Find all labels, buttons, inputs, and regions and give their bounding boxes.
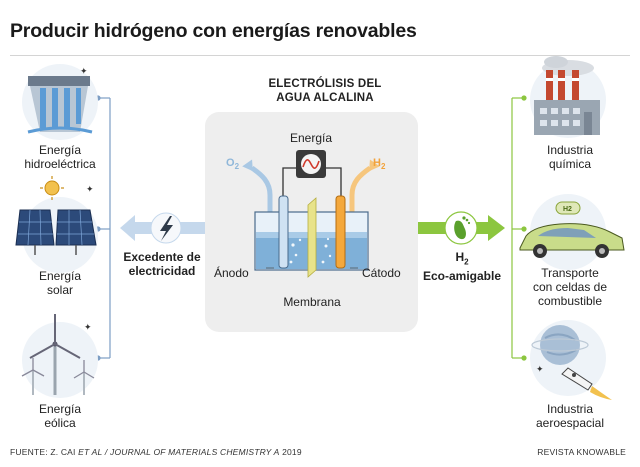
oxygen-label: O2 <box>226 157 239 171</box>
hydrogen-symbol: H <box>373 157 381 169</box>
eco-h2-letter: H <box>455 250 465 264</box>
svg-text:✦: ✦ <box>80 67 88 77</box>
source-wind-line-1: Energía <box>38 402 82 416</box>
source-label-hydro: Energía hidroeléctrica <box>10 143 110 171</box>
publisher-credit: REVISTA KNOWABLE <box>537 447 626 457</box>
solar-panel-icon: ✦ <box>15 176 98 273</box>
source-label-wind: Energía eólica <box>10 402 110 430</box>
use-aerospace-line-2: aeroespacial <box>535 416 605 430</box>
use-label-aerospace: Industria aeroespacial <box>520 402 620 430</box>
anode-label: Ánodo <box>214 266 249 280</box>
eco-h2-label: H2 Eco-amigable <box>420 250 504 283</box>
use-transport-line-1: Transporte <box>541 266 599 280</box>
use-transport-line-3: combustible <box>537 294 603 308</box>
svg-text:✦: ✦ <box>86 185 94 195</box>
eco-friendly-label: Eco-amigable <box>422 269 502 284</box>
use-label-transport: Transporte con celdas de combustible <box>520 266 620 308</box>
use-label-chemical: Industria química <box>520 143 620 171</box>
source-year: 2019 <box>279 447 302 457</box>
rocket-icon: ✦ <box>530 320 612 400</box>
left-connector <box>95 95 111 361</box>
use-aerospace-line-1: Industria <box>546 402 594 416</box>
hydrogen-subscript: 2 <box>380 162 386 172</box>
electrolysis-tank <box>254 195 369 278</box>
eco-h2-symbol: H2 <box>420 250 504 269</box>
svg-text:H2: H2 <box>563 206 572 213</box>
membrane-icon <box>307 197 317 278</box>
fuel-cell-car-icon: H2 <box>519 194 625 270</box>
source-solar-line-2: solar <box>46 283 73 297</box>
energy-label: Energía <box>289 131 333 145</box>
dam-icon: ✦ <box>22 64 98 140</box>
electrolysis-title: ELECTRÓLISIS DEL AGUA ALCALINA <box>225 77 425 105</box>
surplus-arrow <box>120 212 205 244</box>
cathode-icon <box>335 195 346 269</box>
source-solar-line-1: Energía <box>38 269 82 283</box>
source-prefix: FUENTE: Z. CAI <box>10 447 79 457</box>
page-title: Producir hidrógeno con energías renovabl… <box>10 20 417 42</box>
hydrogen-label: H2 <box>373 157 385 171</box>
h2-arrow <box>418 211 505 245</box>
energy-source-icon <box>296 150 326 178</box>
use-chemical-line-1: Industria <box>546 143 594 157</box>
wind-turbine-icon: ✦ <box>21 314 98 398</box>
anode-icon <box>278 195 289 269</box>
title-divider <box>10 55 630 56</box>
membrane-label: Membrana <box>283 295 341 309</box>
electrolysis-title-line-1: ELECTRÓLISIS DEL <box>268 78 382 90</box>
electrolysis-title-line-2: AGUA ALCALINA <box>276 92 374 104</box>
factory-icon <box>530 56 606 138</box>
source-hydro-line-2: hidroeléctrica <box>24 157 96 171</box>
use-transport-line-2: con celdas de <box>532 280 608 294</box>
oxygen-subscript: 2 <box>234 162 240 172</box>
surplus-label-line-2: electricidad <box>128 264 196 278</box>
svg-text:✦: ✦ <box>84 323 92 333</box>
svg-text:✦: ✦ <box>536 365 544 375</box>
right-connector <box>511 95 527 361</box>
surplus-label: Excedente de electricidad <box>112 250 212 278</box>
cathode-label: Cátodo <box>362 266 401 280</box>
source-credit: FUENTE: Z. CAI ET AL / JOURNAL OF MATERI… <box>10 447 302 457</box>
use-chemical-line-2: química <box>548 157 592 171</box>
eco-h2-subscript: 2 <box>464 257 469 267</box>
source-label-solar: Energía solar <box>10 269 110 297</box>
source-hydro-line-1: Energía <box>38 143 82 157</box>
oxygen-symbol: O <box>226 157 235 169</box>
surplus-label-line-1: Excedente de <box>123 250 201 264</box>
source-journal: ET AL / JOURNAL OF MATERIALS CHEMISTRY A <box>78 447 280 457</box>
source-wind-line-2: eólica <box>44 416 76 430</box>
